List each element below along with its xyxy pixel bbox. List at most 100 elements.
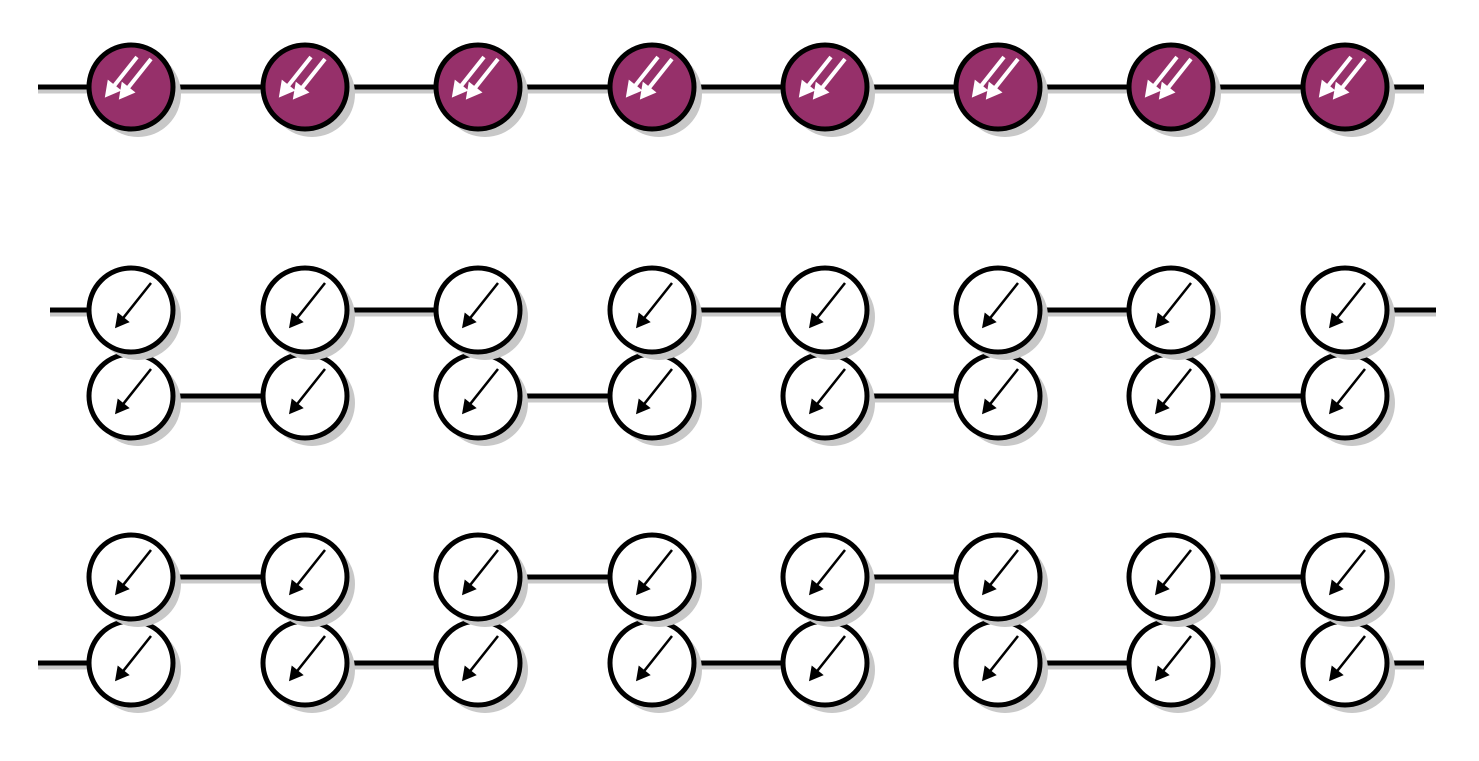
node-bottom-6 — [1126, 618, 1221, 713]
double-arrow-icon — [104, 55, 153, 100]
single-arrow-icon-shaft — [1159, 549, 1192, 590]
single-arrow-icon — [982, 282, 1019, 329]
single-arrow-icon-head — [115, 665, 130, 682]
double-arrow-icon-a-shaft — [630, 55, 660, 92]
single-arrow-icon — [1155, 368, 1192, 415]
single-arrow-icon — [115, 635, 152, 682]
double-arrow-icon-a-shaft — [1149, 55, 1179, 92]
single-arrow-icon-shaft — [986, 368, 1019, 409]
single-arrow-icon — [1329, 368, 1366, 415]
node-bottom-0 — [86, 618, 181, 713]
single-arrow-icon-head — [115, 312, 130, 329]
single-arrow-icon-shaft — [466, 368, 499, 409]
single-arrow-icon-shaft — [293, 368, 326, 409]
single-arrow-icon — [289, 635, 326, 682]
single-arrow-icon-shaft — [466, 635, 499, 676]
double-arrow-icon-a-head — [1144, 79, 1162, 98]
double-arrow-icon — [971, 55, 1020, 100]
single-arrow-icon — [809, 368, 846, 415]
single-arrow-icon — [462, 549, 499, 596]
node-top-2 — [433, 265, 528, 360]
double-arrow-icon-b-shaft — [817, 57, 847, 94]
single-arrow-icon-head — [636, 398, 651, 415]
single-arrow-icon — [115, 549, 152, 596]
node-bottom-7 — [1300, 618, 1395, 713]
single-arrow-icon-shaft — [293, 282, 326, 323]
single-arrow-icon-head — [462, 398, 477, 415]
double-arrow-icon — [1144, 55, 1193, 100]
node-top-6 — [1126, 265, 1221, 360]
double-arrow-icon-a-head — [798, 79, 816, 98]
single-arrow-icon-head — [462, 579, 477, 596]
single-arrow-icon — [289, 368, 326, 415]
node-bottom-2 — [433, 351, 528, 446]
single-arrow-icon-shaft — [119, 549, 152, 590]
node-top-5 — [953, 532, 1048, 627]
node-top-6 — [1126, 532, 1221, 627]
double-arrow-icon-a-shaft — [109, 55, 139, 92]
double-arrow-icon-b-shaft — [470, 57, 500, 94]
node-bottom-4 — [780, 618, 875, 713]
single-arrow-icon-shaft — [1159, 368, 1192, 409]
single-arrow-icon-head — [462, 665, 477, 682]
node-top-3 — [607, 265, 702, 360]
node-bottom-2 — [433, 618, 528, 713]
node-top-0 — [86, 42, 181, 137]
single-arrow-icon — [1155, 549, 1192, 596]
double-arrow-icon-b-shaft — [1163, 57, 1193, 94]
single-arrow-icon-head — [462, 312, 477, 329]
double-arrow-icon-a-head — [451, 79, 469, 98]
double-arrow-icon-a-shaft — [803, 55, 833, 92]
dimer-chain-row — [38, 42, 1424, 137]
single-arrow-icon-shaft — [640, 282, 673, 323]
single-arrow-icon-shaft — [119, 368, 152, 409]
node-bottom-1 — [260, 618, 355, 713]
single-arrow-icon-shaft — [813, 549, 846, 590]
single-arrow-icon-shaft — [640, 368, 673, 409]
single-arrow-icon-shaft — [466, 282, 499, 323]
single-arrow-icon-head — [115, 398, 130, 415]
single-arrow-icon — [115, 282, 152, 329]
single-arrow-icon — [462, 282, 499, 329]
single-arrow-icon-shaft — [1159, 282, 1192, 323]
double-arrow-icon-a-head — [1318, 79, 1336, 98]
single-arrow-icon-head — [1155, 398, 1170, 415]
single-arrow-icon-shaft — [1333, 549, 1366, 590]
node-bottom-5 — [953, 618, 1048, 713]
double-arrow-icon — [798, 55, 847, 100]
single-arrow-icon — [462, 635, 499, 682]
single-arrow-icon-shaft — [640, 635, 673, 676]
single-arrow-icon-head — [636, 312, 651, 329]
single-arrow-icon-head — [982, 312, 997, 329]
double-arrow-icon-a-head — [971, 79, 989, 98]
single-arrow-icon-head — [809, 579, 824, 596]
single-arrow-icon — [1329, 635, 1366, 682]
single-arrow-icon-head — [289, 579, 304, 596]
single-arrow-icon-head — [809, 312, 824, 329]
single-arrow-icon — [636, 635, 673, 682]
single-arrow-icon-shaft — [293, 635, 326, 676]
double-arrow-icon-a-shaft — [456, 55, 486, 92]
double-arrow-icon-b-head — [118, 81, 136, 100]
single-arrow-icon-head — [1155, 579, 1170, 596]
node-top-7 — [1300, 42, 1395, 137]
single-arrow-icon-head — [1329, 579, 1344, 596]
node-top-2 — [433, 42, 528, 137]
node-bottom-1 — [260, 351, 355, 446]
node-bottom-4 — [780, 351, 875, 446]
single-arrow-icon — [636, 368, 673, 415]
double-arrow-icon-b-shaft — [644, 57, 674, 94]
double-arrow-icon-b-shaft — [1337, 57, 1367, 94]
node-top-7 — [1300, 265, 1395, 360]
double-arrow-icon-a-head — [625, 79, 643, 98]
single-arrow-icon-shaft — [119, 635, 152, 676]
double-arrow-icon-a-shaft — [976, 55, 1006, 92]
double-arrow-icon-b-shaft — [123, 57, 153, 94]
single-arrow-icon-head — [636, 579, 651, 596]
single-arrow-icon-shaft — [813, 368, 846, 409]
double-arrow-icon-a-head — [104, 79, 122, 98]
single-arrow-icon — [809, 282, 846, 329]
node-top-4 — [780, 265, 875, 360]
single-arrow-icon-shaft — [1159, 635, 1192, 676]
